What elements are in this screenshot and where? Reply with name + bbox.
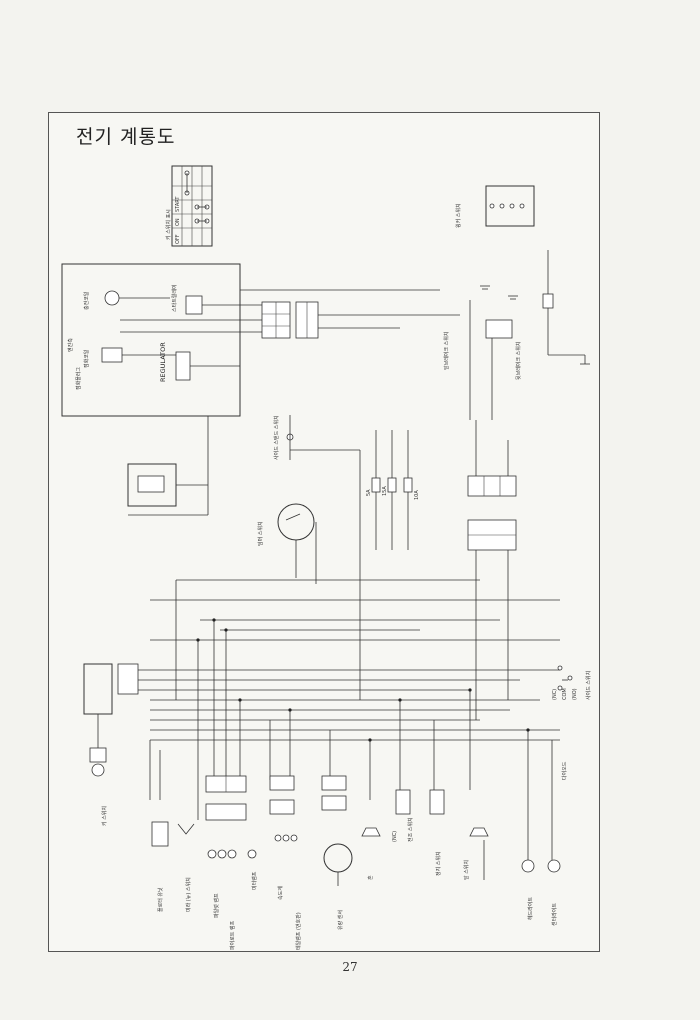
regulator-label: REGULATOR: [159, 342, 167, 382]
top-right-switch: 윙커 스위치: [455, 185, 586, 364]
front-stop-switch-label: 앞브레이크 스위치: [443, 332, 450, 370]
engine-side-label: 엔진측: [67, 338, 74, 352]
magneto-coil-symbol: [104, 290, 120, 306]
fuse-block: 5A 15A 10A: [366, 430, 420, 550]
headlight-symbol: [521, 859, 535, 873]
fuse-15a-label: 15A: [382, 486, 388, 496]
tacho-sensor-symbol: [323, 843, 353, 873]
rear-stop-switch-label: 뒷브레이크 스위치: [515, 342, 522, 380]
ground-symbols: [480, 285, 590, 365]
front-side-light-label: 센터라이트: [551, 903, 558, 926]
battery: [127, 416, 209, 516]
key-table-label: 키 스위치 표시: [165, 209, 172, 240]
page-number: 27: [342, 960, 358, 974]
headlight-label: 헤드라이트: [527, 897, 534, 920]
bus-wires: [149, 579, 560, 860]
winker-switch-label: 윙커 스위치: [455, 203, 462, 228]
neutral-indicator-label: 미라 (뉴) 스위치: [185, 877, 192, 912]
rear-no-label: (NO): [572, 688, 578, 700]
rear-combo-label: 테일램프 (번호판): [295, 912, 302, 950]
fuse-5a-label: 5A: [366, 489, 372, 496]
key-table-row-on: ON: [175, 218, 181, 226]
engine-side-box: 엔진측 충전코일 점화코일 점화플러그 REGULATOR 스타트릴레이: [61, 263, 262, 417]
dimmer-switch-circle: [277, 503, 315, 541]
meter-lamp-label: 미터램프: [251, 871, 258, 890]
regulator-symbol: [175, 351, 191, 381]
winker-relay-box: [485, 185, 535, 227]
right-relays: [467, 420, 517, 720]
fuel-sender-symbol: [151, 821, 169, 847]
rear-nc-label: (NC): [552, 689, 558, 700]
page-title: 전기 계통도: [76, 126, 176, 148]
starter-relay-label: 스타트릴레이: [171, 284, 178, 312]
pilot-group-label: 파이로트 램프: [229, 920, 236, 950]
rear-side-switch-label: 사이드 스위치: [585, 671, 592, 700]
bottom-connectors: [205, 775, 347, 821]
tacho-sensor-label: 유량 센서: [337, 910, 344, 930]
ignition-coil-label: 점화코일: [83, 349, 90, 368]
horn-symbol: [361, 827, 381, 837]
dimmer-switch: 딤머 스위치: [257, 503, 317, 584]
main-connectors: [240, 289, 460, 339]
key-switch-label: 키 스위치: [101, 806, 108, 826]
rear-com-label: COM: [562, 688, 568, 700]
dimmer-switch-label: 딤머 스위치: [257, 521, 264, 546]
speedometer-label: 속도계: [277, 886, 284, 900]
key-table-row-off: OFF: [175, 234, 181, 244]
pilot-lamp-label: 파일럿 램프: [213, 893, 220, 918]
bottom-lamps: 플로터 유닛 미라 (뉴) 스위치 파일럿 램프 파이로트 램프 미터램프 속도…: [151, 761, 568, 950]
stop-lamp-switch-label: 정지 스위치: [435, 851, 442, 876]
key-switch-plate: [83, 663, 113, 715]
front-winker-nc-label: (NC): [392, 831, 398, 842]
ignition-coil-symbol: [101, 347, 123, 363]
horn-label: 혼: [367, 875, 374, 880]
side-stand-switch-label: 사이드 스탠드 스위치: [273, 415, 280, 460]
key-switch-bottom: 키 스위치: [83, 663, 560, 826]
engine-box-border: [61, 263, 241, 417]
front-winker-switch-label: 전조 스위치: [407, 817, 414, 842]
front-winker-label: 앞 스위치: [463, 860, 470, 880]
key-table-row-start: START: [175, 196, 181, 212]
rear-side-switch: (NC) COM (NO) 사이드 스위치: [552, 665, 592, 700]
key-switch-table: 키 스위치 표시 OFF ON START: [165, 165, 213, 247]
fuse-10a-label: 10A: [414, 490, 420, 500]
side-stand-switch: 사이드 스탠드 스위치: [273, 415, 361, 700]
starter-relay-symbol: [185, 295, 203, 315]
brake-switch-group: 앞브레이크 스위치 뒷브레이크 스위치: [443, 300, 522, 420]
diode-label: 다이오드: [561, 761, 568, 780]
fuel-sender-label: 플로터 유닛: [157, 887, 164, 912]
ignition-unit-label: 점화플러그: [75, 367, 82, 390]
magneto-coil-label: 충전코일: [83, 291, 90, 310]
